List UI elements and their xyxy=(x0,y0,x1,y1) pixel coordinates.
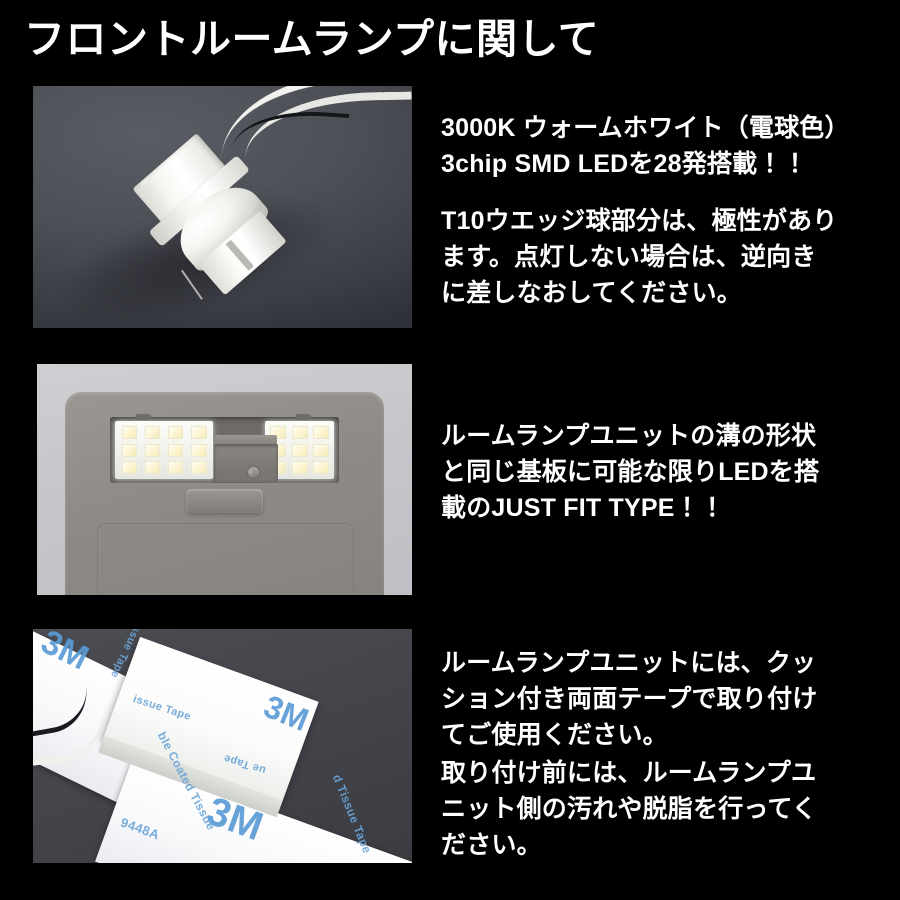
led-chip xyxy=(121,443,138,457)
switch-housing xyxy=(214,443,279,482)
copy-line: てご使用ください。 xyxy=(441,721,668,749)
copy-block-just-fit-type: ルームランプユニットの溝の形状 と同じ基板に可能な限りLEDを搭 載のJUST … xyxy=(441,418,889,526)
page-title: フロントルームランプに関して xyxy=(24,16,600,62)
copy-line: ション付き両面テープで取り付け xyxy=(441,685,818,713)
led-chip xyxy=(121,426,138,440)
led-chip xyxy=(313,443,330,457)
copy-line: ニット側の汚れや脱脂を行ってく xyxy=(441,795,818,823)
copy-block-surface-prep: 取り付け前には、ルームランプユ ニット側の汚れや脱脂を行ってく ださい。 xyxy=(441,755,889,863)
led-chip xyxy=(313,460,330,474)
copy-block-spec: 3000K ウォームホワイト（電球色） 3chip SMD LEDを28発搭載！… xyxy=(441,110,889,182)
copy-line: に差しなおしてください。 xyxy=(441,279,742,307)
led-chip xyxy=(167,460,184,474)
led-chip xyxy=(167,426,184,440)
copy-line: 3chip SMD LEDを28発搭載！！ xyxy=(441,150,808,178)
led-chip xyxy=(291,443,308,457)
room-lamp-unit xyxy=(65,391,384,595)
led-chip xyxy=(191,426,207,440)
copy-line: ルームランプユニットの溝の形状 xyxy=(441,422,817,450)
photo-room-lamp-unit xyxy=(37,364,412,595)
copy-line: ださい。 xyxy=(441,831,542,859)
unit-screw xyxy=(294,414,311,421)
copy-line: T10ウエッジ球部分は、極性があり xyxy=(441,207,838,235)
copy-block-polarity-note: T10ウエッジ球部分は、極性があり ます。点灯しない場合は、逆向き に差しなおし… xyxy=(441,203,889,311)
led-chip xyxy=(167,443,184,457)
copy-line: と同じ基板に可能な限りLEDを搭 xyxy=(441,458,820,486)
led-chip xyxy=(144,460,161,474)
led-grid-right xyxy=(270,426,330,474)
unit-latch[interactable] xyxy=(186,489,263,513)
led-chip xyxy=(313,426,330,440)
led-chip xyxy=(121,460,138,474)
lamp-switch[interactable] xyxy=(246,465,260,480)
connector-tab xyxy=(188,147,198,156)
copy-line: ルームランプユニットには、クッ xyxy=(441,649,817,677)
switch-knob[interactable] xyxy=(248,468,254,477)
led-chip xyxy=(144,426,161,440)
copy-line: ます。点灯しない場合は、逆向き xyxy=(441,243,817,271)
led-chip xyxy=(191,443,207,457)
led-board-left xyxy=(114,421,214,480)
led-chip xyxy=(291,460,308,474)
lamp-recess xyxy=(109,417,340,484)
copy-line: 取り付け前には、ルームランプユ xyxy=(441,759,817,787)
unit-screw xyxy=(135,414,152,421)
copy-block-tape-mounting: ルームランプユニットには、クッ ション付き両面テープで取り付け てご使用ください… xyxy=(441,645,889,753)
copy-line: 載のJUST FIT TYPE！！ xyxy=(441,494,725,522)
center-bridge xyxy=(215,435,278,444)
led-chip xyxy=(191,460,207,474)
led-grid-left xyxy=(121,426,207,474)
photo-t10-wedge-socket xyxy=(33,86,412,328)
unit-lens-cover xyxy=(97,523,354,595)
copy-line: 3000K ウォームホワイト（電球色） xyxy=(441,114,850,142)
led-chip xyxy=(291,426,308,440)
led-chip xyxy=(144,443,161,457)
photo-double-sided-tape: 3M 3M 3M Tissue Tape issue Tape ue Tape … xyxy=(33,629,412,863)
